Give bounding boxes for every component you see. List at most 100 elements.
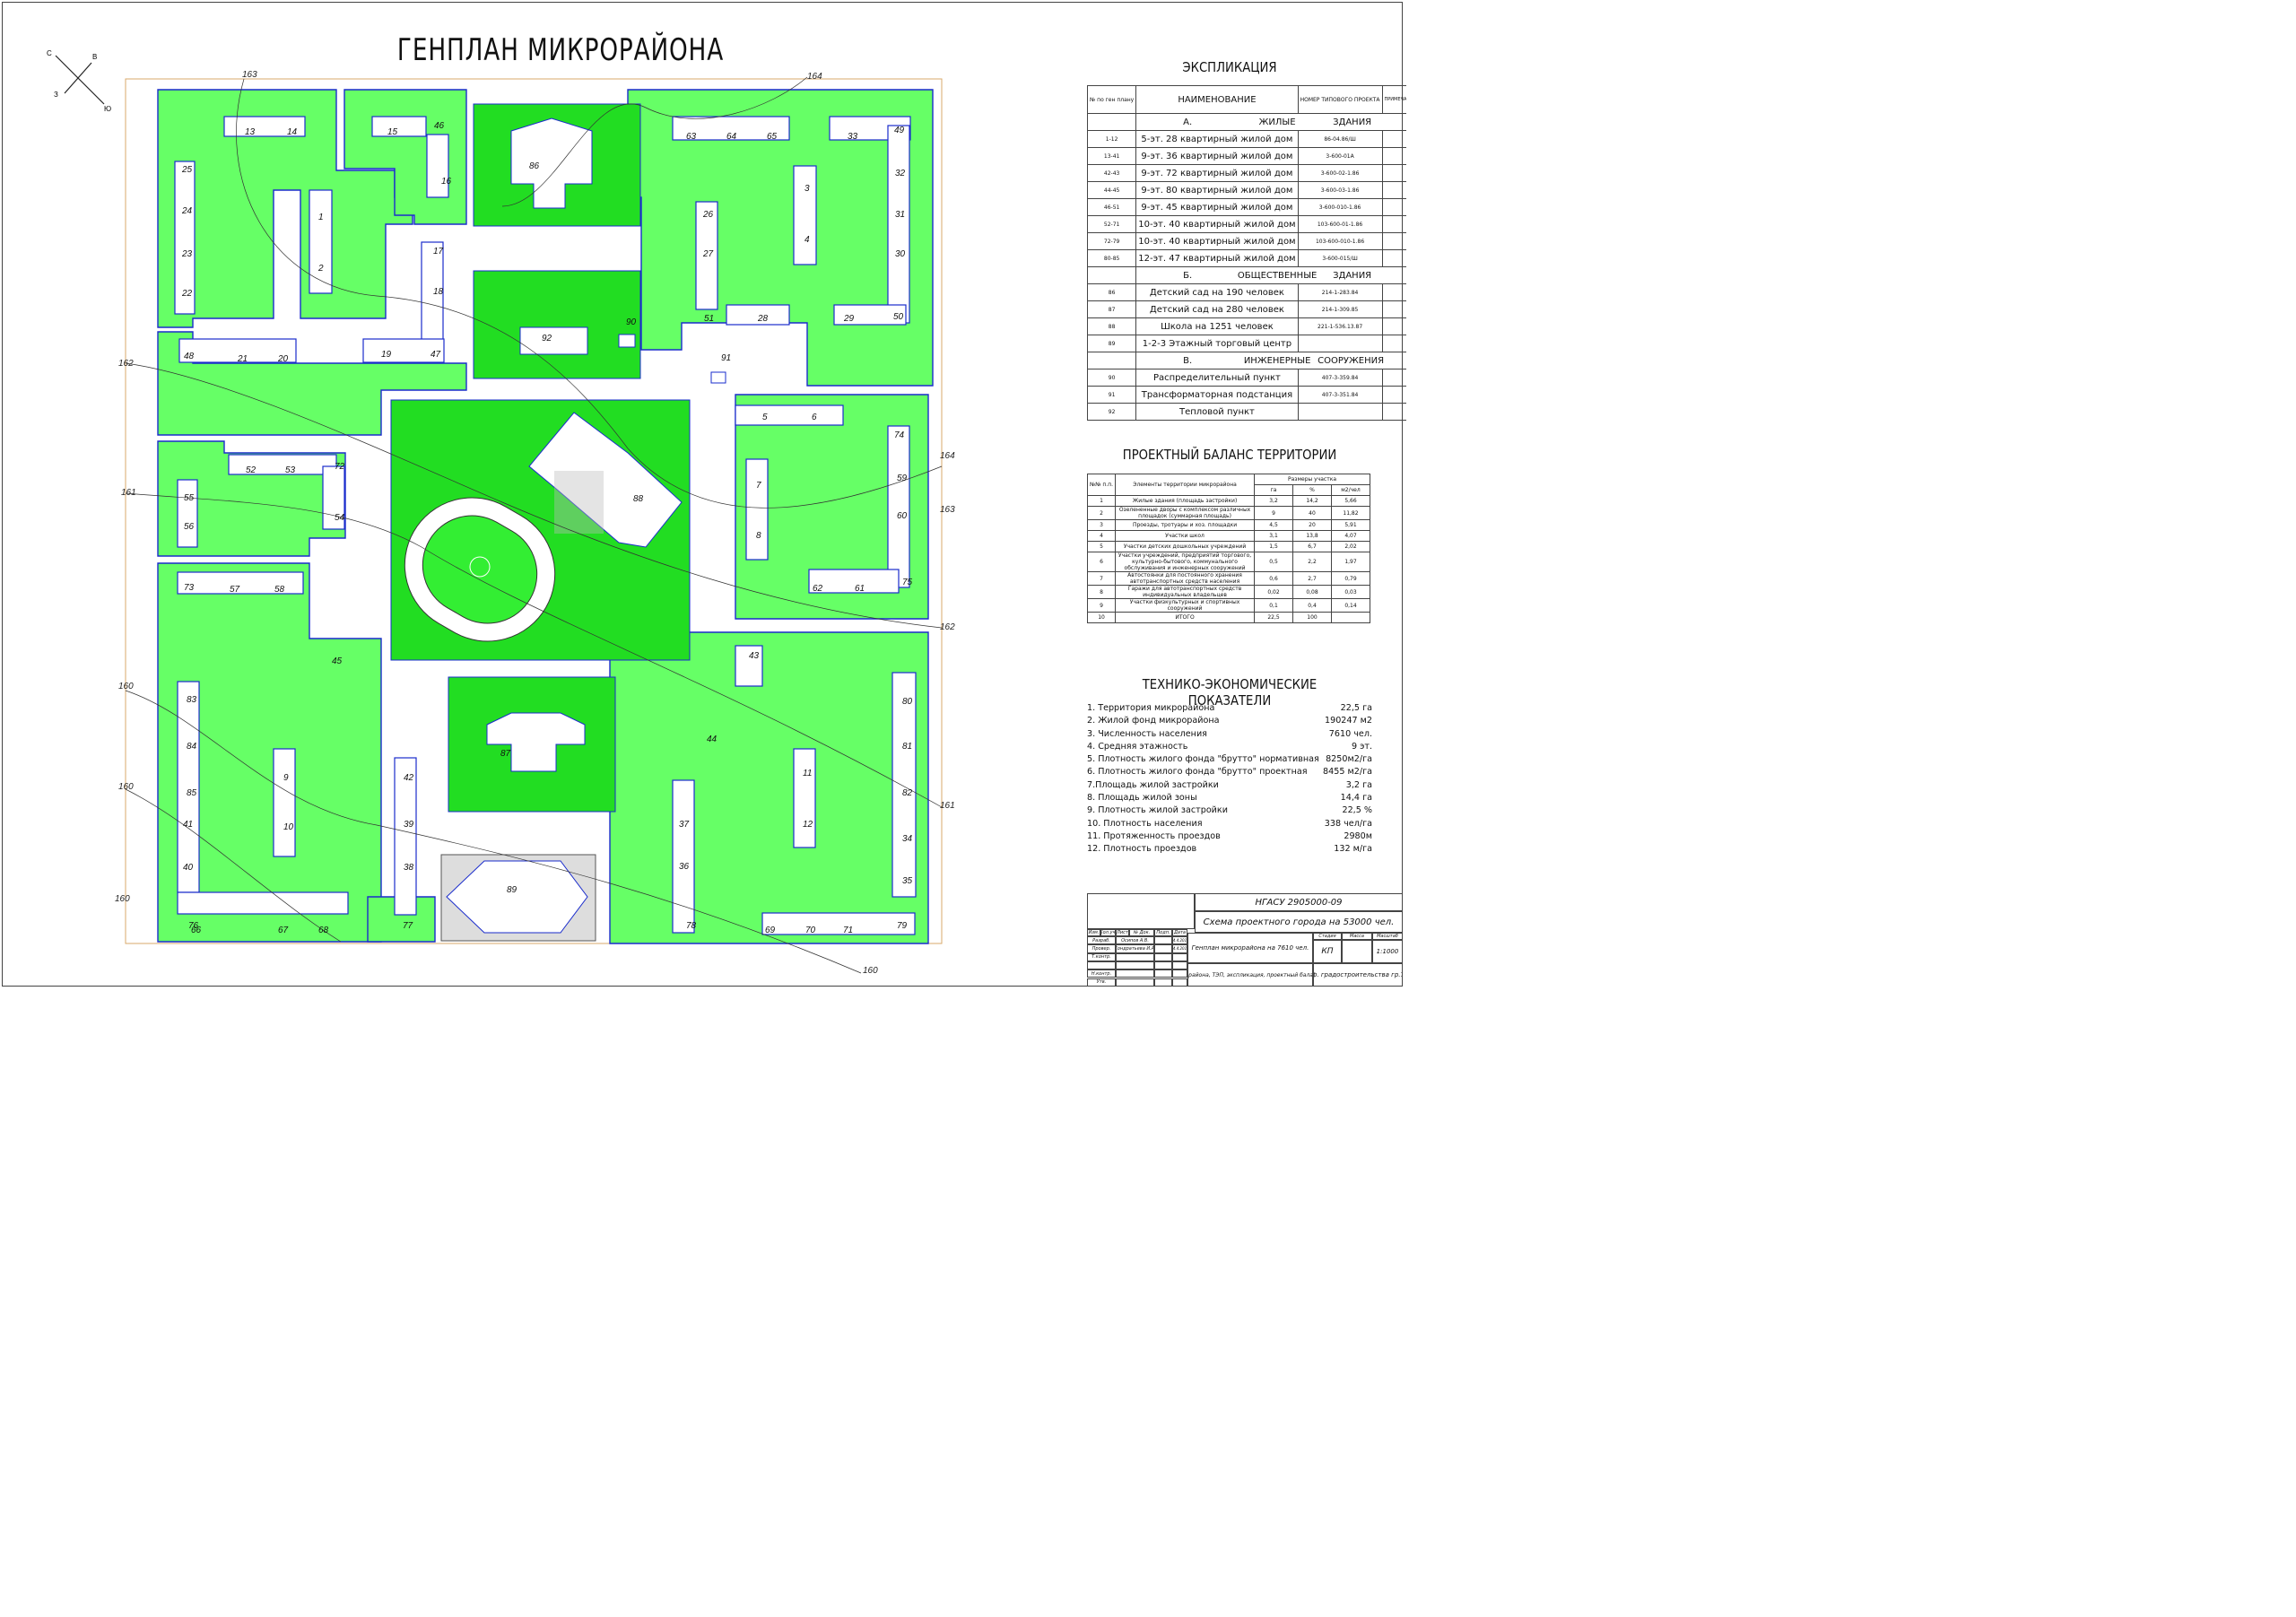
building-label: 81	[902, 742, 912, 752]
table-cell: НОМЕР ТИПОВОГО ПРОЕКТА	[1297, 85, 1383, 114]
table-cell	[1381, 283, 1406, 301]
table-cell: Автостоянки для постоянного хранения авт…	[1115, 571, 1256, 586]
building-label: 53	[285, 465, 296, 475]
table-cell: 100	[1292, 612, 1332, 623]
building-label: 84	[187, 742, 197, 752]
table-cell: 52-71	[1086, 215, 1137, 233]
table-cell: Участки школ	[1115, 530, 1256, 542]
table-cell: 22,5	[1254, 612, 1293, 623]
tep-label: 1. Территория микрорайона	[1087, 703, 1215, 713]
kindergarten-86	[510, 117, 593, 209]
table-cell: Детский сад на 190 человек	[1135, 283, 1299, 301]
trade-center-89	[446, 860, 588, 934]
table-cell: Трансформаторная подстанция	[1135, 386, 1299, 404]
kindergarten-87	[486, 712, 586, 772]
tep-value: 132 м/га	[1334, 844, 1372, 855]
tep-label: 4. Средняя этажность	[1087, 741, 1188, 752]
tep-value: 338 чел/га	[1324, 818, 1372, 829]
building-label: 12	[803, 820, 813, 830]
building-label: 70	[805, 926, 816, 935]
contour-label: 160	[118, 782, 134, 792]
table-cell	[1381, 249, 1406, 267]
tep-label: 6. Плотность жилого фонда "брутто" проек…	[1087, 767, 1308, 778]
building-label: 1	[318, 213, 324, 222]
building-label: 46	[434, 121, 445, 131]
stamp-org: Каф. градостроительства гр.719	[1313, 963, 1403, 987]
building-label: 76	[188, 921, 199, 931]
table-cell: 0,14	[1330, 598, 1371, 613]
compass-w: З	[54, 91, 58, 99]
building-label: 6	[812, 413, 817, 422]
table-cell: 42-43	[1086, 164, 1137, 182]
table-cell: 3-600-010-1.86	[1297, 198, 1383, 216]
building-label: 42	[404, 773, 414, 783]
tep-value: 14,4 га	[1340, 793, 1372, 804]
table-cell: 214-1-283.84	[1297, 283, 1383, 301]
table-cell: 44-45	[1086, 181, 1137, 199]
table-cell: 4,5	[1254, 519, 1293, 531]
building-label: 88	[633, 494, 644, 504]
table-cell: 0,5	[1254, 552, 1293, 572]
table-cell: 0,79	[1330, 571, 1371, 586]
stamp-cell	[1116, 969, 1154, 978]
table-cell: 2,02	[1330, 541, 1371, 552]
table-cell	[1330, 612, 1371, 623]
stamp-cell: Кондратьева И.А.	[1116, 944, 1154, 953]
table-cell	[1381, 335, 1406, 352]
stamp-cell: 24.4.2012	[1172, 936, 1187, 945]
table-header-row: га%м2/чел	[1088, 484, 1371, 496]
building-label: 14	[287, 127, 298, 137]
table-cell: 90	[1086, 369, 1137, 387]
table-cell: 3-600-02-1.86	[1297, 164, 1383, 182]
table-cell: 40	[1292, 506, 1332, 520]
table-cell: 1,5	[1254, 541, 1293, 552]
stamp-cell	[1154, 961, 1172, 970]
tep-label: 7.Площадь жилой застройки	[1087, 779, 1219, 790]
table-cell: №№ п.п.	[1086, 474, 1117, 496]
table-cell: 3-600-01А	[1297, 147, 1383, 165]
building-label: 65	[767, 132, 778, 142]
tep-label: 11. Протяженность проездов	[1087, 830, 1221, 841]
table-cell: 103-600-010-1.86	[1297, 232, 1383, 250]
tep-value: 9 эт.	[1351, 741, 1372, 752]
building-label: 68	[318, 926, 329, 935]
table-cell: Школа на 1251 человек	[1135, 317, 1299, 335]
building-label: 58	[274, 585, 285, 595]
table-cell	[1086, 113, 1137, 131]
building-label: 73	[184, 583, 195, 593]
table-cell	[1297, 335, 1383, 352]
table-cell: 9-эт. 80 квартирный жилой дом	[1135, 181, 1299, 199]
site-plan: С В З Ю	[47, 49, 955, 976]
table-cell: Детский сад на 280 человек	[1135, 300, 1299, 318]
table-cell: 2	[1086, 506, 1117, 520]
table-cell: 9-эт. 72 квартирный жилой дом	[1135, 164, 1299, 182]
building-label: 62	[813, 584, 823, 594]
stamp-cell: Провер.	[1087, 944, 1116, 953]
table-cell: 221-1-536.13.87	[1297, 317, 1383, 335]
tep-value: 22,5 %	[1342, 805, 1372, 816]
stamp-cell	[1172, 952, 1187, 961]
school-88	[528, 412, 683, 548]
table-cell	[1381, 215, 1406, 233]
contour-lines	[125, 76, 943, 974]
table-cell: 407-3-351.84	[1297, 386, 1383, 404]
table-cell: 89	[1086, 335, 1137, 352]
table-cell	[1297, 403, 1383, 421]
stamp-cell	[1116, 952, 1154, 961]
table-cell: %	[1292, 484, 1332, 496]
